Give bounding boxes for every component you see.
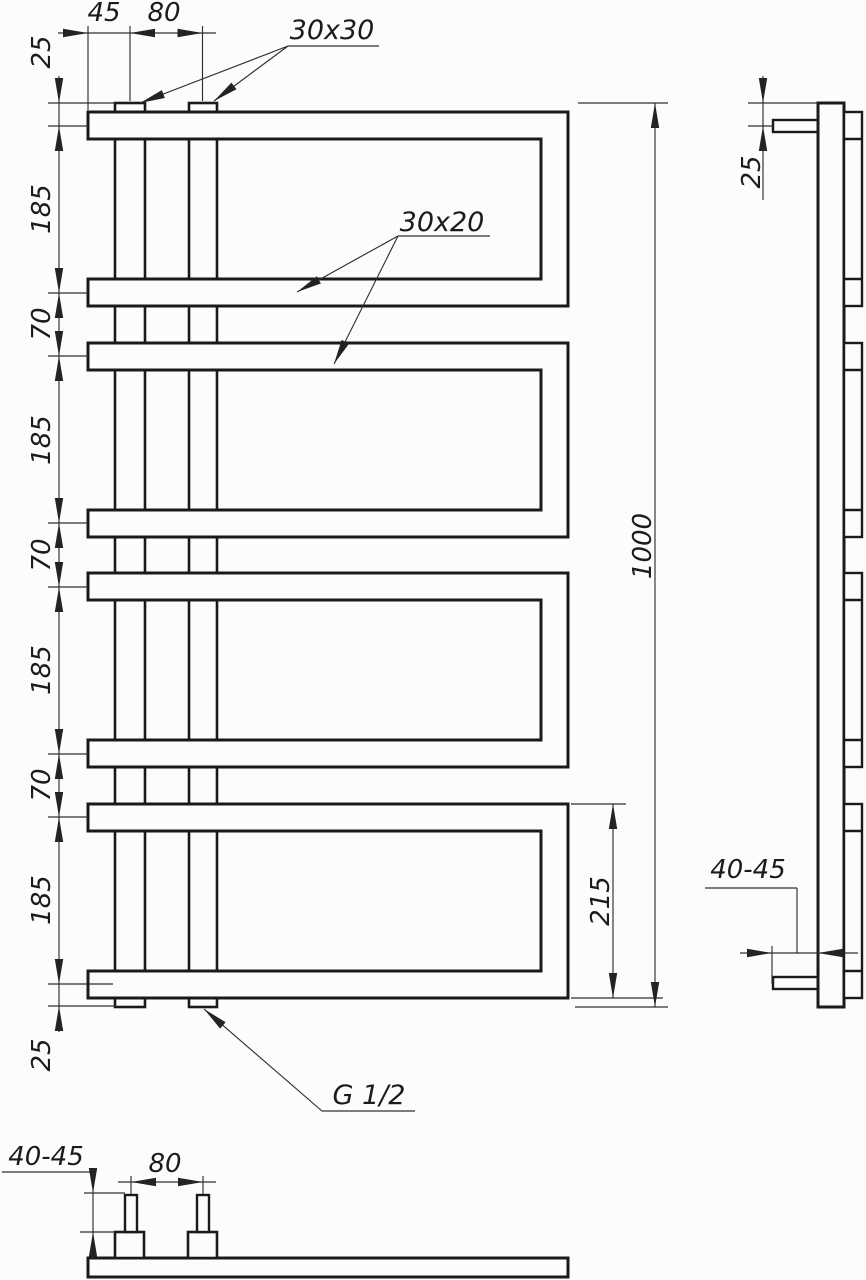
dimension-arrowhead [54,562,64,587]
dim-bottom-offset-25: 25 [27,1038,57,1071]
dim-bottom-loop-215: 215 [586,876,616,926]
dimension-arrowhead [178,1177,203,1187]
dimension-arrowhead [54,126,64,151]
rung-loops [86,110,570,1000]
dimension-arrowhead [747,948,772,958]
side-collector-column [816,101,846,1009]
dimension-arrowhead [758,126,768,151]
dim-pipe-spacing-bottom: 80 [148,1149,181,1179]
side-loop-4 [842,802,864,1000]
side-connector-stub-bottom [771,975,820,991]
side-loop-1 [842,110,864,308]
dimension-arrowhead [54,331,64,356]
dimension-arrowhead [54,293,64,318]
rung-loop-1 [86,110,570,308]
rung-loop-3 [86,571,570,769]
dimension-arrowhead [54,498,64,523]
front-view [86,101,570,1009]
dimension-arrowhead [54,817,64,842]
side-loop-sections [842,110,864,1000]
dim-section-185-1: 185 [27,184,57,234]
collector-pipes [113,101,219,1009]
rung-loop-4 [86,802,570,1000]
dimension-arrowhead [334,339,350,364]
bottom-connector-block-right [186,1230,219,1260]
dim-gap-70-2: 70 [27,538,57,571]
label-rung-profile: 30x20 [400,207,485,238]
dimension-arrowhead [54,1006,64,1031]
dimension-arrowhead [54,587,64,612]
side-connector-stub-top [771,118,820,134]
label-thread-g12: G 1/2 [333,1080,406,1111]
dimension-arrowhead [54,356,64,381]
bottom-plate [86,1256,570,1279]
dimension-arrowhead [204,1009,226,1029]
dimension-arrowhead [54,754,64,779]
dimension-arrowhead [608,973,618,998]
dimension-arrowhead [54,729,64,754]
bottom-pipe-stub-left [123,1193,139,1234]
dim-bottom-wall-clearance: 40-45 [8,1142,84,1172]
dimension-arrowhead [88,1232,98,1257]
arrowheads [54,28,843,1257]
dim-top-offset-25: 25 [27,35,57,68]
dim-pipe-spacing-top: 80 [147,0,180,28]
dim-section-185-4: 185 [27,875,57,925]
dim-gap-70-1: 70 [27,307,57,340]
dimension-arrowhead [818,948,843,958]
collector-pipe-right [187,101,219,1009]
dimension-arrowhead [214,82,237,101]
dim-side-wall-clearance: 40-45 [710,855,786,885]
rung-loop-2 [86,341,570,539]
dimension-arrowhead [63,28,88,38]
dimension-lines [2,26,858,1258]
dimension-arrowhead [131,1177,156,1187]
side-view [771,101,864,1009]
dimension-arrowhead [54,78,64,103]
dimension-arrowhead [140,90,165,103]
dim-collector-offset: 45 [87,0,120,28]
side-loop-2 [842,341,864,539]
dim-section-185-2: 185 [27,415,57,465]
dim-total-height-1000: 1000 [628,513,658,579]
label-collector-profile: 30x30 [290,15,375,46]
dimension-arrowhead [608,804,618,829]
dim-section-185-3: 185 [27,645,57,695]
dimension-arrowhead [177,28,203,38]
dimension-arrowhead [758,78,768,103]
dimension-texts: 45 80 30x30 30x20 25 185 70 185 70 185 7… [8,0,786,1179]
dimension-arrowhead [54,523,64,548]
bottom-connector-block-left [113,1230,146,1260]
dimension-arrowhead [54,792,64,817]
dimension-arrowhead [297,276,321,292]
bottom-pipe-stub-right [195,1193,211,1234]
dim-gap-70-3: 70 [27,768,57,801]
bottom-view [86,1193,570,1279]
dimension-arrowhead [650,103,660,128]
dimension-arrowhead [88,1168,98,1193]
dimension-arrowhead [54,268,64,293]
dimension-arrowhead [130,28,155,38]
dimension-arrowhead [650,982,660,1007]
collector-pipe-left [113,101,147,1009]
dimension-arrowhead [54,959,64,984]
dim-side-connector-offset-25: 25 [737,155,767,188]
side-loop-3 [842,571,864,769]
